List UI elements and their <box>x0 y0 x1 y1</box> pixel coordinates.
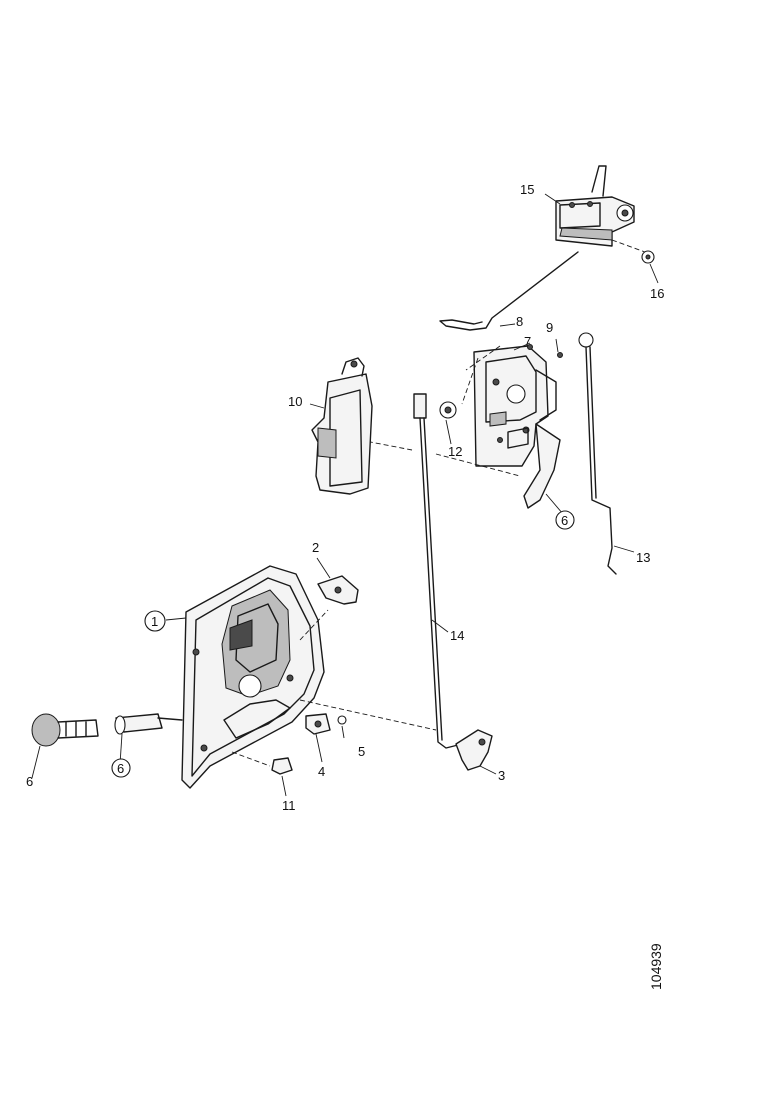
callout-3: 3 <box>498 768 505 783</box>
part-7-key <box>31 713 99 747</box>
callout-8: 7 <box>524 334 531 349</box>
callout-16: 15 <box>520 182 534 197</box>
callout-1: 1 <box>151 614 158 629</box>
callout-10: 9 <box>546 320 553 335</box>
callout-labels: 15 16 8 7 9 10 12 6 13 14 2 1 3 4 5 11 6… <box>26 182 664 813</box>
part-16-bracket <box>555 165 635 247</box>
callout-4: 4 <box>318 764 325 779</box>
part-3-bellcrank <box>455 729 493 771</box>
callout-15: 14 <box>450 628 464 643</box>
callout-9: 8 <box>516 314 523 329</box>
part-5-washer <box>337 715 347 725</box>
diagram-reference-code: 104939 <box>648 943 664 990</box>
part-17-nut <box>641 250 655 264</box>
part-4-bushing <box>305 713 331 735</box>
callout-17: 16 <box>650 286 664 301</box>
callout-7: 6 <box>26 774 33 789</box>
callout-12: 11 <box>282 798 296 813</box>
callout-11: 10 <box>288 394 302 409</box>
callout-6-latch: 6 <box>561 513 568 528</box>
callout-5: 5 <box>358 744 365 759</box>
part-1-handle-housing <box>181 565 437 789</box>
callout-14: 13 <box>636 550 650 565</box>
part-6-lock-cylinder <box>114 713 183 735</box>
leader-lines <box>31 193 659 797</box>
part-11-actuator <box>311 357 373 495</box>
upper-link-rod <box>439 239 646 331</box>
latch-assembly <box>359 344 563 509</box>
part-12-nut <box>231 751 293 775</box>
callout-2: 2 <box>312 540 319 555</box>
part-2-clip <box>317 575 359 605</box>
part-15-rod <box>413 393 463 749</box>
callout-13: 12 <box>448 444 462 459</box>
part-14-rod <box>578 332 617 575</box>
callout-6-cylinder: 6 <box>117 761 124 776</box>
